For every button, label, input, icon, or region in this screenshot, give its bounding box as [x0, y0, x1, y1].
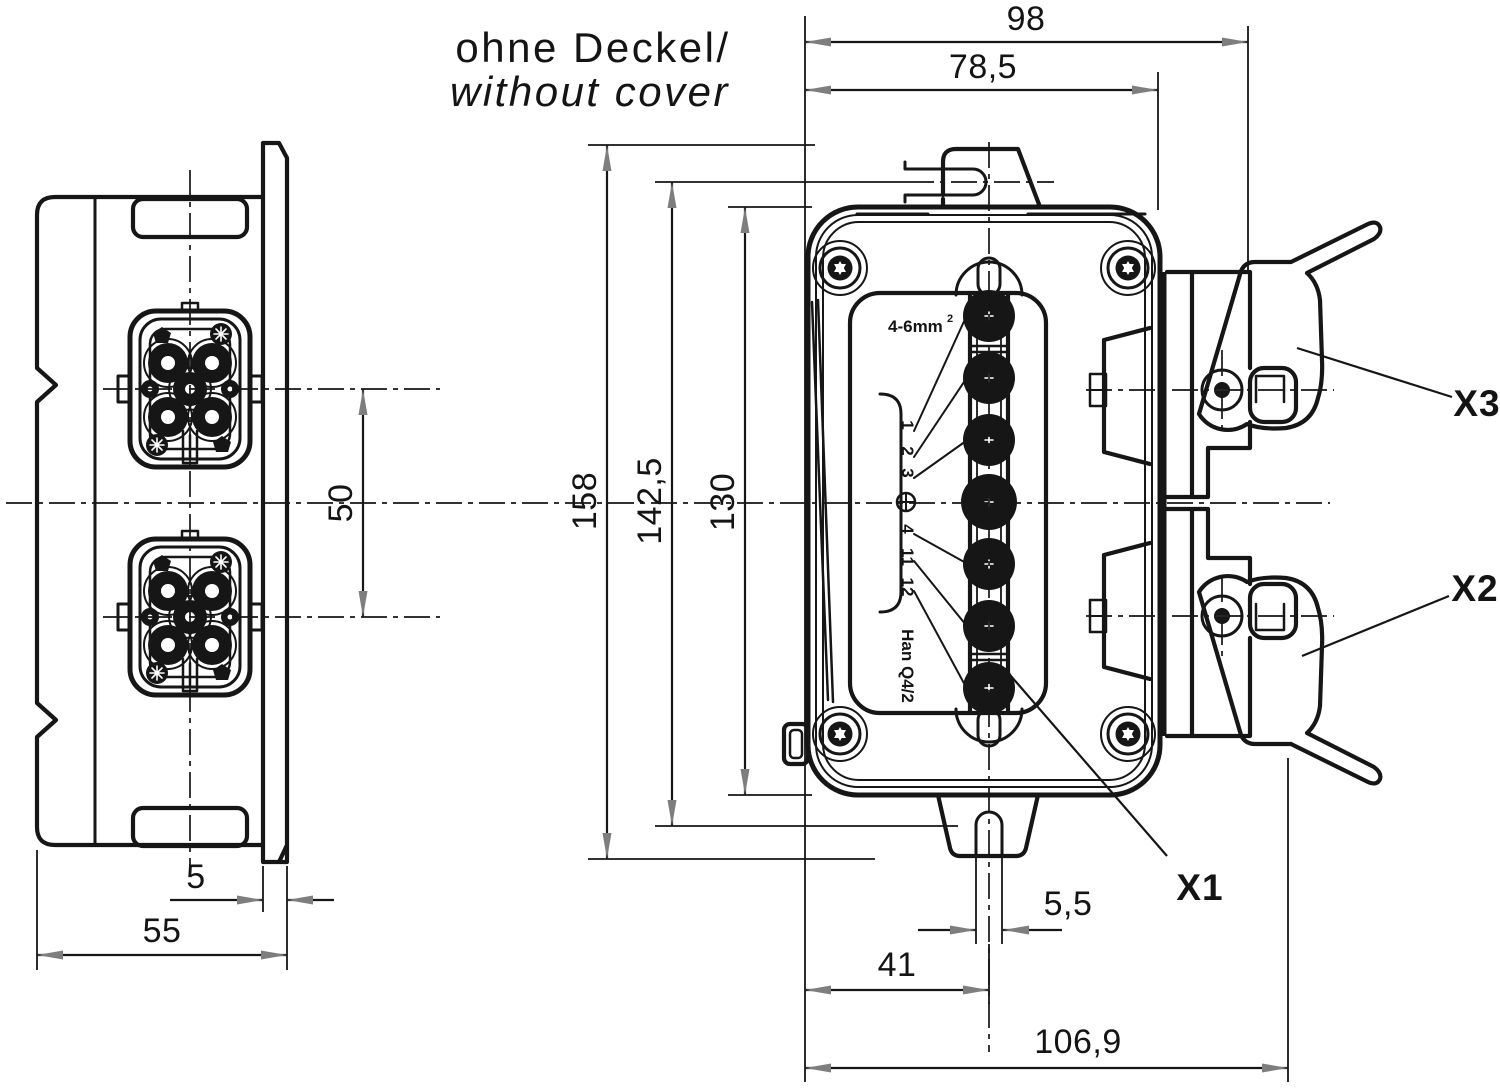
gasket-outer: [815, 214, 1153, 788]
centerlines: [6, 142, 1334, 1052]
lever-x3: [1196, 220, 1383, 432]
top-mount-tab: [903, 146, 1043, 210]
dim-insert-pitch: 50: [322, 389, 368, 617]
x3-label: X3: [1453, 383, 1500, 424]
aux-contacts: [141, 323, 239, 456]
terminal-label-3: 3: [898, 468, 917, 477]
dim-depth: 55: [37, 912, 287, 960]
terminal-label-4: 4: [898, 524, 917, 534]
dim-text-98: 98: [1007, 0, 1046, 38]
dim-text-55: 55: [143, 912, 182, 950]
front-view: 4-6mm 2 1 2 3 4 11 12 Han Q4/2: [781, 146, 1383, 859]
lower-lever-centerline: [1086, 576, 1334, 656]
terminal-contacts: [961, 290, 1017, 714]
dim-text-106-9: 106,9: [1034, 1023, 1122, 1061]
latch-catch-upper: [1247, 365, 1299, 425]
sidewall-draft-lines: [810, 298, 835, 704]
terminal-strip: [954, 256, 1024, 748]
dim-width-with-lever: 106,9: [805, 1023, 1288, 1073]
extension-lines: [36, 16, 1289, 1082]
x2-leader: [1301, 594, 1450, 658]
connector-type-label: Han Q4/2: [898, 629, 917, 703]
terminal-label-12: 12: [898, 578, 917, 597]
title-line-english: without cover: [450, 68, 730, 115]
screw-top-right: [1100, 240, 1156, 296]
latch-pocket-upper: [1088, 325, 1153, 467]
side-flange-plate: [260, 140, 290, 865]
x1-label: X1: [1176, 867, 1223, 908]
dim-slot-offset: 41: [805, 946, 989, 995]
callouts: X1 X3 X2: [1003, 346, 1500, 908]
dim-text-5: 5: [186, 858, 205, 896]
terminal-label-11: 11: [898, 548, 917, 566]
side-body-outline: [34, 194, 266, 848]
x2-label: X2: [1451, 568, 1498, 609]
dim-text-5-5: 5,5: [1044, 885, 1093, 923]
screw-bottom-left: [812, 706, 868, 762]
dim-overall-width: 98: [805, 0, 1248, 47]
dim-height-total: 158: [566, 145, 612, 859]
aux-contacts: [141, 551, 239, 684]
title-line-german: ohne Deckel/: [455, 24, 730, 71]
lever-x2: [1196, 574, 1383, 786]
dim-text-78-5: 78,5: [949, 48, 1017, 86]
x1-leader: [1003, 667, 1168, 857]
rail-plate: [1159, 269, 1299, 739]
wire-range-label: 4-6mm: [888, 317, 943, 336]
dim-cover-width: 78,5: [805, 48, 1158, 95]
terminal-annotations: 4-6mm 2 1 2 3 4 11 12 Han Q4/2: [888, 313, 967, 703]
latch-catch-lower: [1247, 581, 1299, 641]
dim-height-housing: 130: [704, 207, 750, 795]
terminal-leader-lines: [913, 316, 967, 688]
terminal-label-2: 2: [898, 446, 917, 455]
power-contacts: [143, 566, 237, 670]
corner-screws: [812, 240, 1156, 762]
screw-bottom-right: [1100, 706, 1156, 762]
latch-pocket-lower: [1088, 540, 1153, 682]
dim-text-50: 50: [322, 484, 360, 523]
terminal-label-1: 1: [898, 420, 917, 429]
dim-text-41: 41: [878, 946, 917, 984]
side-clip: [781, 721, 811, 767]
gasket-inner: [822, 221, 1146, 781]
dimension-layer: 98 78,5 158 142,5 130 50: [36, 0, 1289, 1082]
dim-text-130: 130: [704, 473, 742, 531]
upper-lever-centerline: [1086, 350, 1334, 430]
dim-height-mount: 142,5: [631, 182, 677, 826]
pe-symbol: [895, 491, 917, 513]
dim-slot-width: 5,5: [918, 885, 1092, 935]
dim-plate-thickness: 5: [170, 858, 334, 905]
dim-text-142-5: 142,5: [631, 457, 669, 545]
wire-range-exponent: 2: [947, 313, 953, 325]
power-contacts: [143, 338, 237, 442]
screw-top-left: [812, 240, 868, 296]
x3-leader: [1296, 346, 1453, 399]
dim-text-158: 158: [566, 472, 604, 530]
drawing-title: ohne Deckel/ without cover: [450, 24, 730, 115]
